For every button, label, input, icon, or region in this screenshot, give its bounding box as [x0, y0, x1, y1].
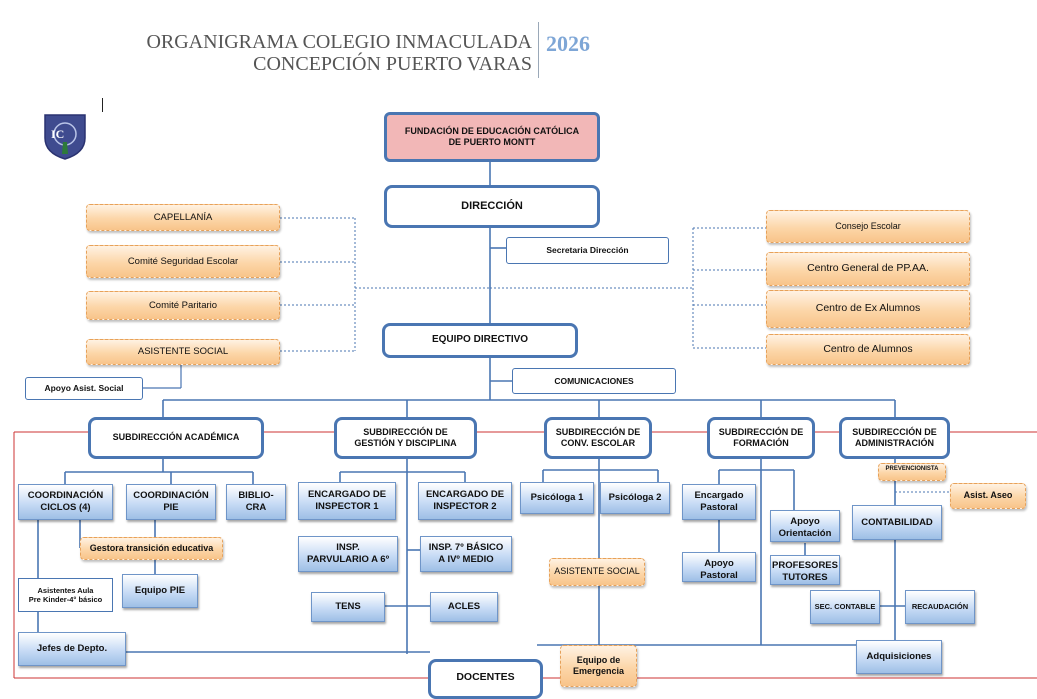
biblio-cra-node: BIBLIO- CRA	[226, 484, 286, 520]
apoyo-orientacion-node: Apoyo Orientación	[770, 510, 840, 542]
encargado-pastoral-node: Encargado Pastoral	[682, 484, 756, 520]
insp-7-basico-node: INSP. 7º BÁSICO A IVº MEDIO	[420, 536, 512, 572]
sec-contable-node: SEC. CONTABLE	[810, 590, 880, 624]
acles-node: ACLES	[430, 592, 498, 622]
centro-exalumnos-node: Centro de Ex Alumnos	[766, 290, 970, 328]
fundacion-node: FUNDACIÓN DE EDUCACIÓN CATÓLICA DE PUERT…	[384, 112, 600, 162]
apoyo-asist-social-node: Apoyo Asist. Social	[25, 377, 143, 400]
profesores-tutores-node: PROFESORES TUTORES	[770, 555, 840, 585]
comite-paritario-node: Comité Paritario	[86, 291, 280, 320]
logo-letter-i: IC	[51, 127, 64, 141]
encargado-inspector-1-node: ENCARGADO DE INSPECTOR 1	[298, 482, 396, 520]
equipo-emergencia-node: Equipo de Emergencia	[560, 645, 637, 687]
contabilidad-node: CONTABILIDAD	[852, 505, 942, 540]
sub-gestion-node: SUBDIRECCIÓN DE GESTIÓN Y DISCIPLINA	[334, 417, 477, 459]
gestora-transicion-node: Gestora transición educativa	[80, 537, 223, 560]
secretaria-node: Secretaria Dirección	[506, 237, 669, 264]
coord-ciclos-node: COORDINACIÓN CICLOS (4)	[18, 484, 113, 520]
prevencionista-node: PREVENCIONISTA	[878, 463, 946, 481]
consejo-escolar-node: Consejo Escolar	[766, 210, 970, 243]
capellania-node: CAPELLANÍA	[86, 204, 280, 231]
tens-node: TENS	[311, 592, 385, 622]
year-label: 2026	[546, 31, 590, 56]
asistente-social-top-node: ASISTENTE SOCIAL	[86, 339, 280, 365]
page-title: ORGANIGRAMA COLEGIO INMACULADA CONCEPCIÓ…	[140, 31, 532, 75]
asistentes-aula-node: Asistentes Aula Pre Kinder-4° básico	[18, 578, 113, 612]
psicologa-2-node: Psicóloga 2	[600, 482, 670, 514]
psicologa-1-node: Psicóloga 1	[520, 482, 594, 514]
equipo-pie-node: Equipo PIE	[122, 574, 198, 608]
insp-parvulario-node: INSP. PARVULARIO A 6º	[298, 536, 398, 572]
apoyo-pastoral-node: Apoyo Pastoral	[682, 552, 756, 582]
recaudacion-node: RECAUDACIÓN	[905, 590, 975, 624]
encargado-inspector-2-node: ENCARGADO DE INSPECTOR 2	[418, 482, 512, 520]
text-cursor	[102, 98, 103, 112]
coord-pie-node: COORDINACIÓN PIE	[126, 484, 216, 520]
comite-seguridad-node: Comité Seguridad Escolar	[86, 245, 280, 278]
sub-administracion-node: SUBDIRECCIÓN DE ADMINISTRACIÓN	[839, 417, 950, 459]
sub-academica-node: SUBDIRECCIÓN ACADÉMICA	[88, 417, 264, 459]
sub-formacion-node: SUBDIRECCIÓN DE FORMACIÓN	[707, 417, 815, 459]
asist-aseo-node: Asist. Aseo	[950, 483, 1026, 509]
adquisiciones-node: Adquisiciones	[856, 640, 942, 674]
centro-ppaa-node: Centro General de PP.AA.	[766, 252, 970, 286]
asistente-social-conv-node: ASISTENTE SOCIAL	[549, 558, 645, 586]
title-divider	[538, 22, 539, 78]
school-logo: IC	[42, 112, 88, 160]
comunicaciones-node: COMUNICACIONES	[512, 368, 676, 394]
equipo-directivo-node: EQUIPO DIRECTIVO	[382, 323, 578, 358]
direccion-node: DIRECCIÓN	[384, 185, 600, 228]
title-line-1: ORGANIGRAMA COLEGIO INMACULADA	[146, 31, 532, 53]
title-line-2: CONCEPCIÓN PUERTO VARAS	[253, 53, 532, 75]
centro-alumnos-node: Centro de Alumnos	[766, 334, 970, 365]
sub-conv-node: SUBDIRECCIÓN DE CONV. ESCOLAR	[544, 417, 652, 459]
docentes-node: DOCENTES	[428, 659, 543, 699]
jefes-depto-node: Jefes de Depto.	[18, 632, 126, 666]
